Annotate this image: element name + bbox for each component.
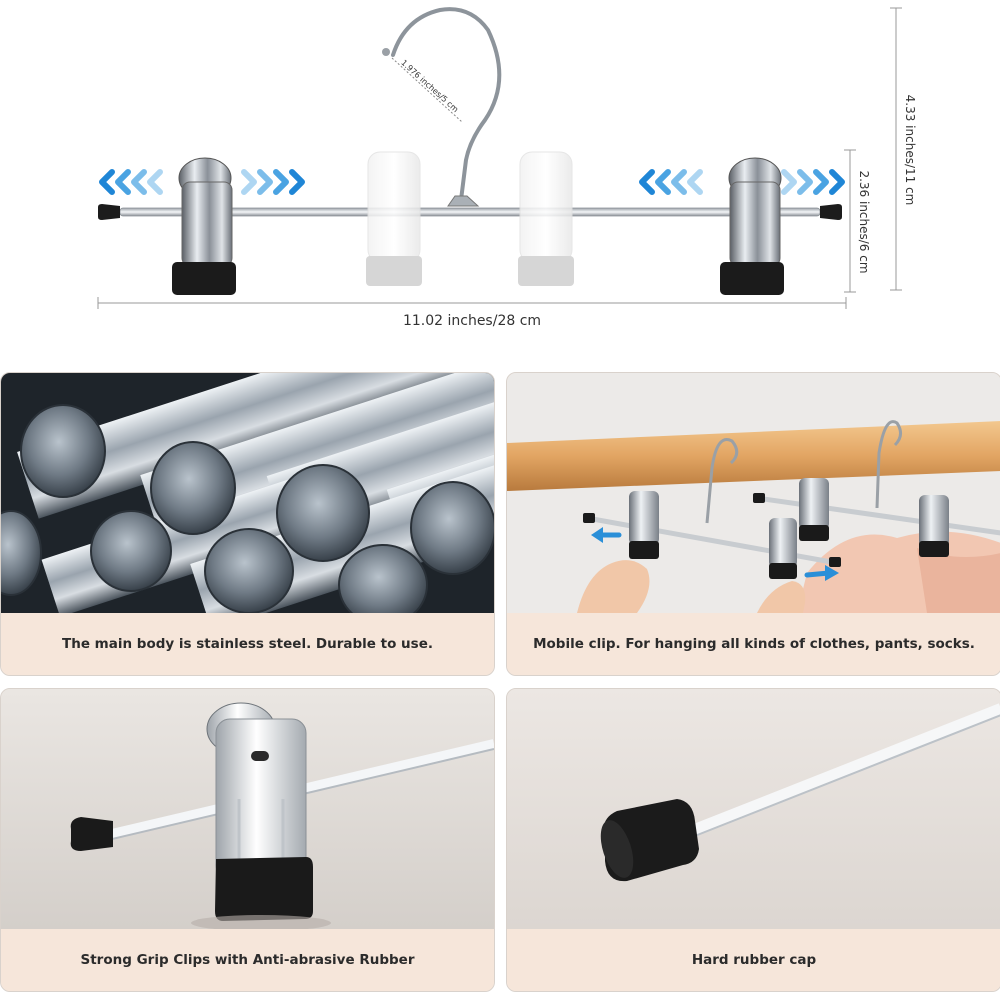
rubber-cap xyxy=(70,817,113,851)
right-rubber-cap xyxy=(820,204,842,220)
hanger-hook xyxy=(391,7,502,202)
panel-grip-clip: Strong Grip Clips with Anti-abrasive Rub… xyxy=(0,688,495,992)
panel-caption: Strong Grip Clips with Anti-abrasive Rub… xyxy=(1,929,494,991)
clip-height-label: 2.36 inches/6 cm xyxy=(857,170,871,273)
slide-left-arrows-right-clip xyxy=(639,169,703,195)
left-rubber-cap xyxy=(98,204,120,220)
hook-tip xyxy=(382,48,390,56)
hanger-dimension-diagram: 11.02 inches/28 cm 2.36 inches/6 cm 4.33… xyxy=(97,7,917,329)
slide-left-arrow-icon xyxy=(591,527,622,543)
panel-mobile-clip: Mobile clip. For hanging all kinds of cl… xyxy=(506,372,1000,676)
rubber-cap-closeup-image xyxy=(507,689,1000,929)
ghost-clip-right xyxy=(518,151,574,286)
right-clip xyxy=(720,157,784,295)
hook-dimension-label: 1.976 inches/5 cm xyxy=(399,58,460,114)
clips-on-rail-image xyxy=(507,373,1000,613)
panel-rubber-cap: Hard rubber cap xyxy=(506,688,1000,992)
grip-clip-closeup-image xyxy=(1,689,494,929)
panel-caption: The main body is stainless steel. Durabl… xyxy=(1,613,494,675)
anti-abrasive-rubber-icon xyxy=(215,857,313,921)
hard-rubber-cap-icon xyxy=(600,799,699,882)
left-clip xyxy=(172,157,236,295)
steel-rods-image xyxy=(1,373,494,613)
total-height-label: 4.33 inches/11 cm xyxy=(903,95,917,206)
slide-right-arrows-right-clip xyxy=(781,169,845,195)
panel-stainless-steel: The main body is stainless steel. Durabl… xyxy=(0,372,495,676)
panel-caption: Hard rubber cap xyxy=(507,929,1000,991)
slide-right-arrows-left-clip xyxy=(241,169,305,195)
panel-caption: Mobile clip. For hanging all kinds of cl… xyxy=(507,613,1000,675)
slide-left-arrows-left-clip xyxy=(99,169,163,195)
width-dimension-label: 11.02 inches/28 cm xyxy=(403,313,541,329)
ghost-clip-left xyxy=(366,151,422,286)
slide-right-arrow-icon xyxy=(804,565,839,581)
